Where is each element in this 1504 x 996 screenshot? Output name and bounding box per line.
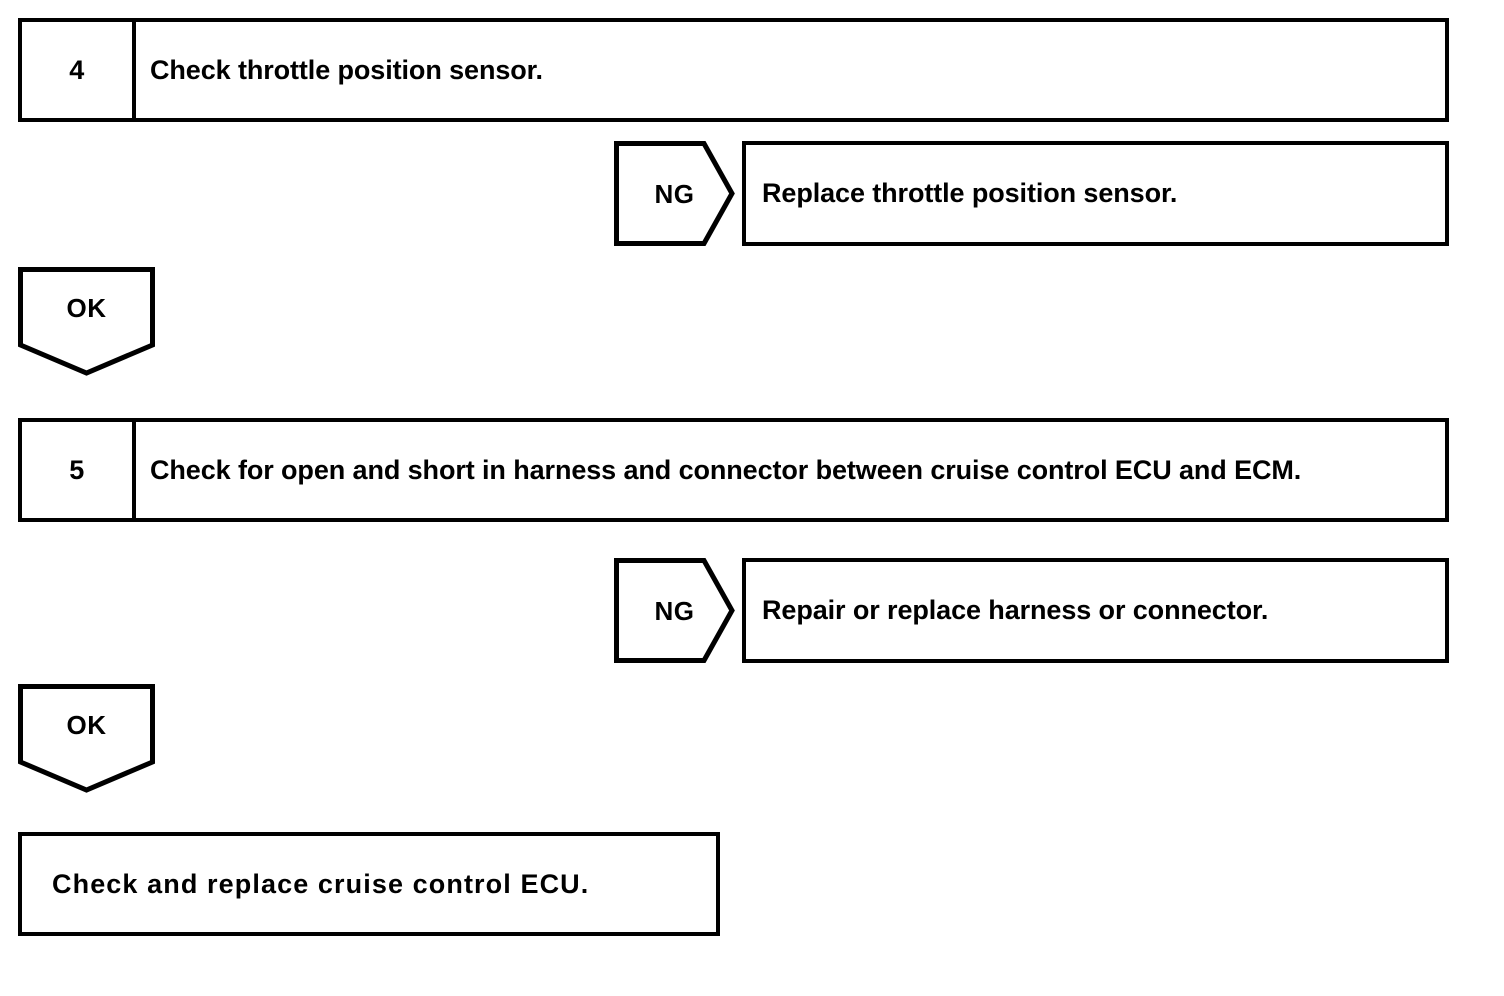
ng-result-box-4: Replace throttle position sensor. (742, 141, 1449, 246)
final-result-box: Check and replace cruise control ECU. (18, 832, 720, 936)
step-instruction-5: Check for open and short in harness and … (150, 454, 1302, 485)
ok-label-4: OK (66, 293, 107, 323)
step-instruction-4: Check throttle position sensor. (150, 54, 543, 85)
ok-label-5: OK (66, 710, 107, 740)
step-box-4: 4 Check throttle position sensor. (18, 18, 1449, 122)
ng-label-5: NG (654, 596, 695, 626)
ng-label-4: NG (654, 179, 695, 209)
step-number-5: 5 (22, 422, 136, 518)
ng-result-box-5: Repair or replace harness or connector. (742, 558, 1449, 663)
ng-result-text-5: Repair or replace harness or connector. (762, 595, 1269, 625)
ng-result-text-4: Replace throttle position sensor. (762, 178, 1178, 208)
step-number-4: 4 (22, 22, 136, 118)
final-result-text: Check and replace cruise control ECU. (52, 868, 590, 899)
ng-arrow-5: NG (614, 558, 735, 663)
step-box-5: 5 Check for open and short in harness an… (18, 418, 1449, 522)
ok-arrow-4: OK (18, 267, 155, 377)
ng-arrow-4: NG (614, 141, 735, 246)
ok-arrow-5: OK (18, 684, 155, 794)
